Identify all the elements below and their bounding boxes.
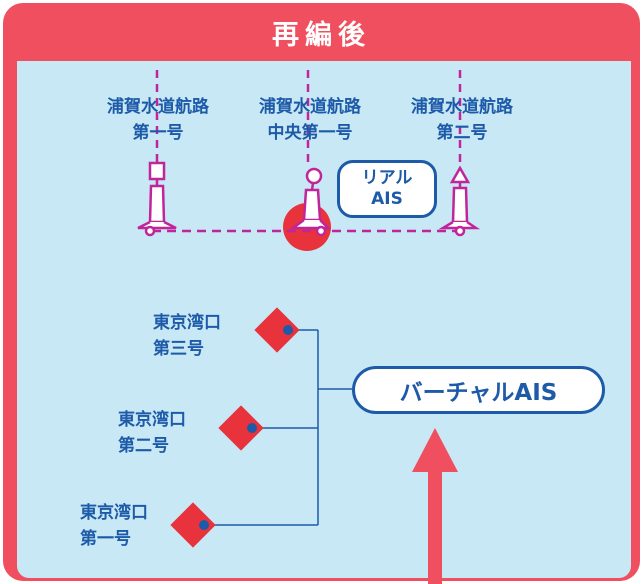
real-ais-label-line2: AIS — [371, 189, 403, 209]
buoy-icon — [438, 165, 481, 237]
real-buoy-label: 浦賀水道航路 第二号 — [392, 94, 532, 146]
real-buoy-label: 浦賀水道航路 中央第一号 — [240, 94, 380, 146]
virtual-buoy-label-line2: 第三号 — [153, 339, 204, 359]
buoy-icon — [137, 161, 177, 237]
real-buoy-label-line1: 浦賀水道航路 — [107, 97, 209, 117]
virtual-buoy-label-line2: 第一号 — [80, 529, 131, 549]
diagram-area — [17, 61, 631, 578]
real-ais-badge: リアル AIS — [337, 160, 437, 218]
diagram-title: 再編後 — [272, 19, 371, 51]
virtual-buoy-label-line1: 東京湾口 — [118, 410, 186, 430]
real-buoy-label-line2: 第一号 — [132, 123, 184, 143]
up-arrow-icon — [412, 428, 458, 584]
virtual-buoy-label: 東京湾口 第二号 — [118, 407, 186, 459]
real-buoy-label-line2: 第二号 — [436, 123, 488, 143]
virtual-buoy-marker — [218, 405, 264, 451]
virtual-buoy-label-line2: 第二号 — [118, 436, 169, 456]
virtual-buoy-label: 東京湾口 第三号 — [153, 310, 221, 362]
virtual-buoy-marker — [170, 502, 216, 548]
buoy-icon — [289, 167, 332, 237]
real-ais-label-line1: リアル — [361, 168, 413, 188]
real-buoy-label-line2: 中央第一号 — [267, 123, 353, 143]
real-buoy-label-line1: 浦賀水道航路 — [259, 97, 361, 117]
virtual-buoy-label-line1: 東京湾口 — [80, 503, 148, 523]
virtual-ais-badge: バーチャルAIS — [352, 366, 605, 414]
virtual-buoy-label: 東京湾口 第一号 — [80, 500, 148, 552]
real-buoy-label: 浦賀水道航路 第一号 — [88, 94, 228, 146]
virtual-connector-lines — [205, 329, 352, 526]
real-buoy-label-line1: 浦賀水道航路 — [411, 97, 513, 117]
virtual-buoy-label-line1: 東京湾口 — [153, 313, 221, 333]
virtual-buoy-marker — [254, 307, 300, 353]
buoy-guide-lines — [155, 70, 462, 165]
